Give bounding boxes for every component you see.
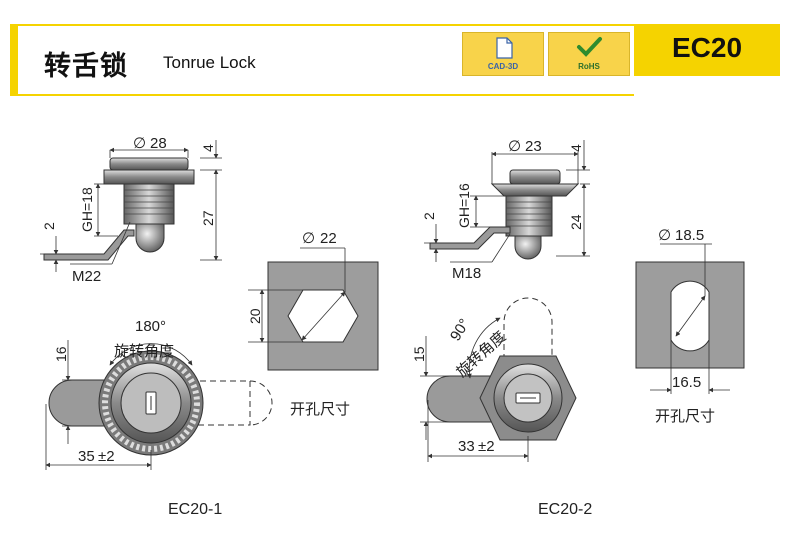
ec20-2-tolerance: ±2 bbox=[478, 438, 495, 455]
rohs-badge[interactable]: RoHS bbox=[548, 32, 630, 76]
ec20-1-diameter-label: 28 bbox=[150, 135, 167, 152]
ec20-2-diameter-label: 23 bbox=[525, 138, 542, 155]
header-banner: 转舌锁 Tonrue Lock CAD-3D RoHS EC20 bbox=[10, 24, 780, 96]
ec20-2-side-view bbox=[429, 169, 580, 260]
ec20-1-cutout-diameter: 22 bbox=[320, 230, 337, 247]
ec20-2-side-dim: 15 bbox=[411, 346, 427, 362]
ec20-2-side-dimensions: ∅ 23 4 24 GH=16 2 M18 bbox=[421, 138, 590, 282]
header-accent-bar bbox=[10, 24, 18, 96]
ec20-1-cutout-flat: 20 bbox=[247, 308, 263, 324]
ec20-1-angle-caption: 旋转角度 bbox=[114, 343, 174, 360]
ec20-1-cutout: 20 ∅ 22 开孔尺寸 bbox=[247, 230, 379, 418]
ec20-2-height-dim: 24 bbox=[568, 214, 584, 230]
cad-3d-badge[interactable]: CAD-3D bbox=[462, 32, 544, 76]
ec20-2-length-dim: 33 bbox=[458, 438, 475, 455]
ec20-2-tongue-dim: 2 bbox=[421, 212, 437, 220]
ec20-2-caption: EC20-2 bbox=[538, 501, 592, 518]
header-top-rule bbox=[18, 24, 634, 26]
ec20-2-cutout-diameter-symbol: ∅ bbox=[658, 227, 671, 244]
document-icon bbox=[496, 37, 513, 59]
header-bottom-rule bbox=[10, 94, 634, 96]
rohs-label: RoHS bbox=[578, 62, 600, 71]
ec20-1-angle-label: 180° bbox=[135, 318, 166, 335]
product-title-english: Tonrue Lock bbox=[163, 53, 256, 72]
ec20-2-front-view: 90° 旋转角度 15 33 ±2 bbox=[411, 297, 577, 462]
model-number-box: EC20 bbox=[634, 24, 780, 76]
ec20-1-cutout-caption: 开孔尺寸 bbox=[290, 401, 350, 418]
checkmark-icon bbox=[577, 37, 602, 57]
ec20-1-cutout-diameter-symbol: ∅ bbox=[302, 230, 315, 247]
ec20-1-gh-label: GH=18 bbox=[79, 187, 95, 232]
ec20-1-tongue-dim: 2 bbox=[41, 222, 57, 230]
ec20-2-gh-label: GH=16 bbox=[456, 183, 472, 228]
ec20-1-tolerance: ±2 bbox=[98, 448, 115, 465]
ec20-1-caption: EC20-1 bbox=[168, 501, 222, 518]
ec20-1-side-view bbox=[43, 157, 195, 261]
ec20-1-top-dim: 4 bbox=[200, 144, 216, 152]
ec20-1-height-dim: 27 bbox=[200, 210, 216, 226]
ec20-2-angle-label: 90° bbox=[447, 316, 473, 344]
ec20-2-cutout-flat: 16.5 bbox=[672, 374, 701, 391]
ec20-1-side-dimensions: ∅ 28 4 27 GH=18 2 M22 bbox=[40, 135, 222, 285]
ec20-1-thread-label: M22 bbox=[72, 268, 101, 285]
ec20-2-diameter-symbol: ∅ bbox=[508, 138, 521, 155]
ec20-2-cutout: 16.5 ∅ 18.5 开孔尺寸 bbox=[635, 227, 745, 425]
product-title-chinese: 转舌锁 bbox=[44, 51, 128, 82]
ec20-1-length-dim: 35 bbox=[78, 448, 95, 465]
ec20-2-cutout-diameter: 18.5 bbox=[675, 227, 704, 244]
ec20-2-thread-label: M18 bbox=[452, 265, 481, 282]
ec20-1-diameter-symbol: ∅ bbox=[133, 135, 146, 152]
model-number: EC20 bbox=[671, 32, 743, 63]
ec20-1-side-dim: 16 bbox=[53, 346, 69, 362]
ec20-2-top-dim: 4 bbox=[568, 144, 584, 152]
cad-3d-label: CAD-3D bbox=[487, 62, 519, 71]
ec20-1-front-view: 180° 旋转角度 16 35 ±2 bbox=[45, 318, 273, 470]
ec20-2-cutout-caption: 开孔尺寸 bbox=[655, 408, 715, 425]
